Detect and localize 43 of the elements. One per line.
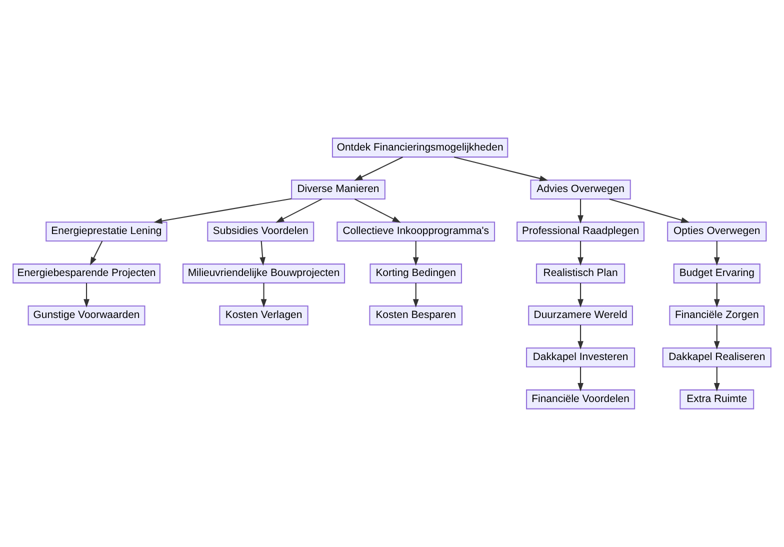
arrow xyxy=(412,283,419,308)
node-box: Duurzamere Wereld xyxy=(528,306,633,326)
node-box: Kosten Verlagen xyxy=(219,306,308,326)
arrow xyxy=(154,198,292,224)
arrow xyxy=(276,198,322,223)
node-box: Energieprestatie Lening xyxy=(46,222,168,242)
arrow xyxy=(714,241,720,266)
arrow xyxy=(714,324,720,350)
node-box: Advies Overwegen xyxy=(530,180,631,200)
node-box: Ontdek Financieringsmogelijkheden xyxy=(332,138,508,158)
node-box: Energiebesparende Projecten xyxy=(12,264,160,284)
arrow xyxy=(578,199,584,224)
arrow xyxy=(354,156,403,181)
arrow xyxy=(578,324,584,350)
node-box: Financiële Voordelen xyxy=(526,389,636,410)
arrow xyxy=(714,283,720,308)
node-box: Korting Bedingen xyxy=(370,264,462,284)
node-box: Dakkapel Realiseren xyxy=(662,347,772,368)
arrow xyxy=(578,366,584,392)
node-box: Collectieve Inkoopprogramma's xyxy=(336,222,496,242)
arrow xyxy=(412,241,419,266)
arrow xyxy=(454,156,548,182)
node-box: Professional Raadplegen xyxy=(516,222,645,242)
node-box: Gunstige Voorwaarden xyxy=(28,306,146,326)
node-box: Diverse Manieren xyxy=(291,180,386,200)
node-box: Subsidies Voordelen xyxy=(207,222,314,242)
arrow xyxy=(260,241,266,266)
node-box: Opties Overwegen xyxy=(667,222,767,242)
arrow xyxy=(354,198,401,223)
arrow xyxy=(609,198,690,223)
node-box: Realistisch Plan xyxy=(536,264,626,284)
node-box: Kosten Besparen xyxy=(369,306,463,326)
arrow xyxy=(84,283,90,308)
node-box: Extra Ruimte xyxy=(680,389,754,410)
arrow xyxy=(90,240,103,266)
node-box: Milieuvriendelijke Bouwprojecten xyxy=(182,264,346,284)
arrow xyxy=(260,283,267,308)
node-box: Budget Ervaring xyxy=(673,264,760,284)
arrow xyxy=(578,283,584,308)
arrow xyxy=(714,366,720,392)
node-box: Dakkapel Investeren xyxy=(526,347,636,368)
arrow xyxy=(578,241,584,266)
node-box: Financiële Zorgen xyxy=(669,306,765,326)
